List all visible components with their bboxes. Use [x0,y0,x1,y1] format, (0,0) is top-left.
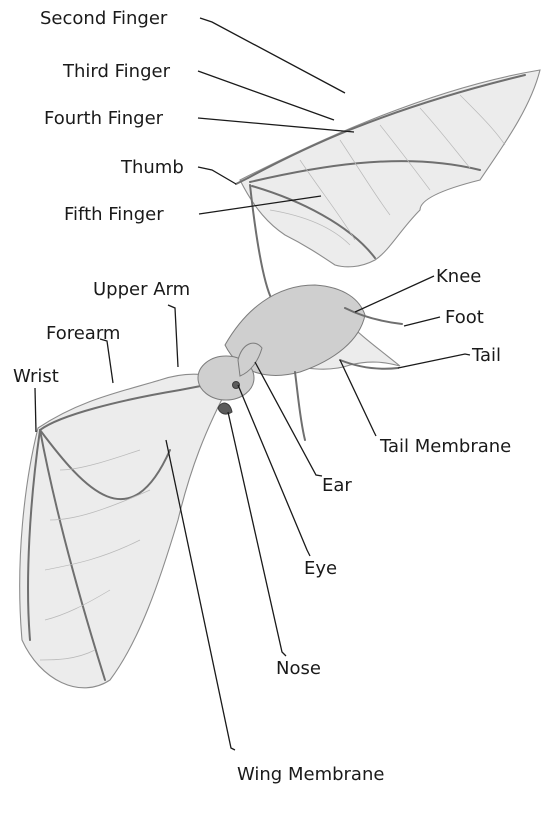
leader-second-finger [200,18,345,93]
leader-tail [398,354,470,368]
leader-knee [355,276,434,312]
label-third-finger: Third Finger [62,61,171,82]
leader-tail-membrane [340,360,376,436]
leader-wing-membrane [166,440,235,750]
label-upper-arm: Upper Arm [93,279,190,300]
label-wing-membrane: Wing Membrane [237,764,384,785]
label-ear: Ear [322,475,352,496]
leader-upper-arm [168,305,178,367]
leader-nose [228,412,286,656]
label-fifth-finger: Fifth Finger [64,204,164,225]
label-wrist: Wrist [13,366,59,387]
leader-foot [404,317,440,326]
label-eye: Eye [304,558,337,579]
lower-wing-membrane [20,374,232,688]
leader-third-finger [198,71,334,120]
leader-thumb [198,167,236,184]
label-tail-membrane: Tail Membrane [379,436,511,457]
label-nose: Nose [276,658,321,679]
label-second-finger: Second Finger [40,8,168,29]
label-foot: Foot [445,307,484,328]
label-forearm: Forearm [46,323,120,344]
leader-forearm [100,339,113,383]
upper-wing-membrane [240,70,540,267]
label-thumb: Thumb [120,157,184,178]
bat-illustration [20,70,540,688]
bat-lower-leg [295,372,305,440]
label-fourth-finger: Fourth Finger [44,108,164,129]
label-tail: Tail [471,345,501,366]
bat-nose-shape [218,403,232,414]
leader-ear [255,362,322,476]
label-knee: Knee [436,266,481,287]
leader-fourth-finger [198,118,354,132]
leader-wrist [35,388,36,432]
